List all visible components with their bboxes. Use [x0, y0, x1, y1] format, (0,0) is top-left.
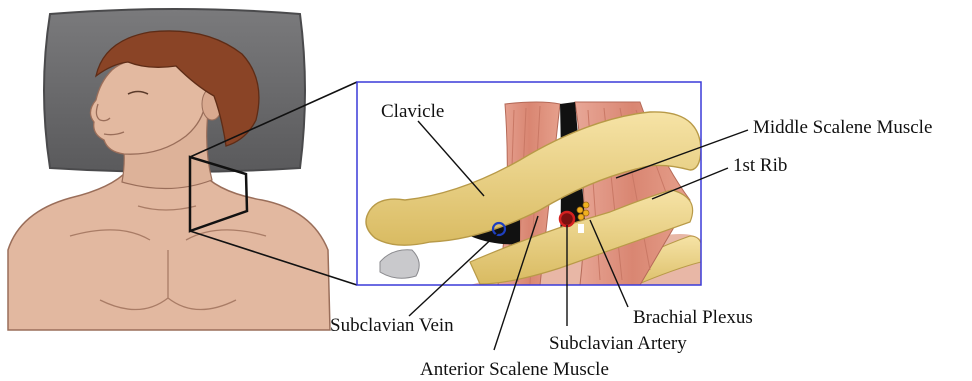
brachial-plexus-label: Brachial Plexus: [633, 308, 753, 327]
first-rib-label: 1st Rib: [733, 156, 787, 175]
subclavian-vein-label: Subclavian Vein: [330, 316, 454, 335]
torso: [8, 170, 330, 330]
anterior-scalene-label: Anterior Scalene Muscle: [420, 360, 609, 379]
clavicle-label: Clavicle: [381, 102, 444, 121]
middle-scalene-label: Middle Scalene Muscle: [753, 118, 932, 137]
subclavian-artery-label: Subclavian Artery: [549, 334, 687, 353]
subclavian-artery-shape: [560, 212, 574, 226]
